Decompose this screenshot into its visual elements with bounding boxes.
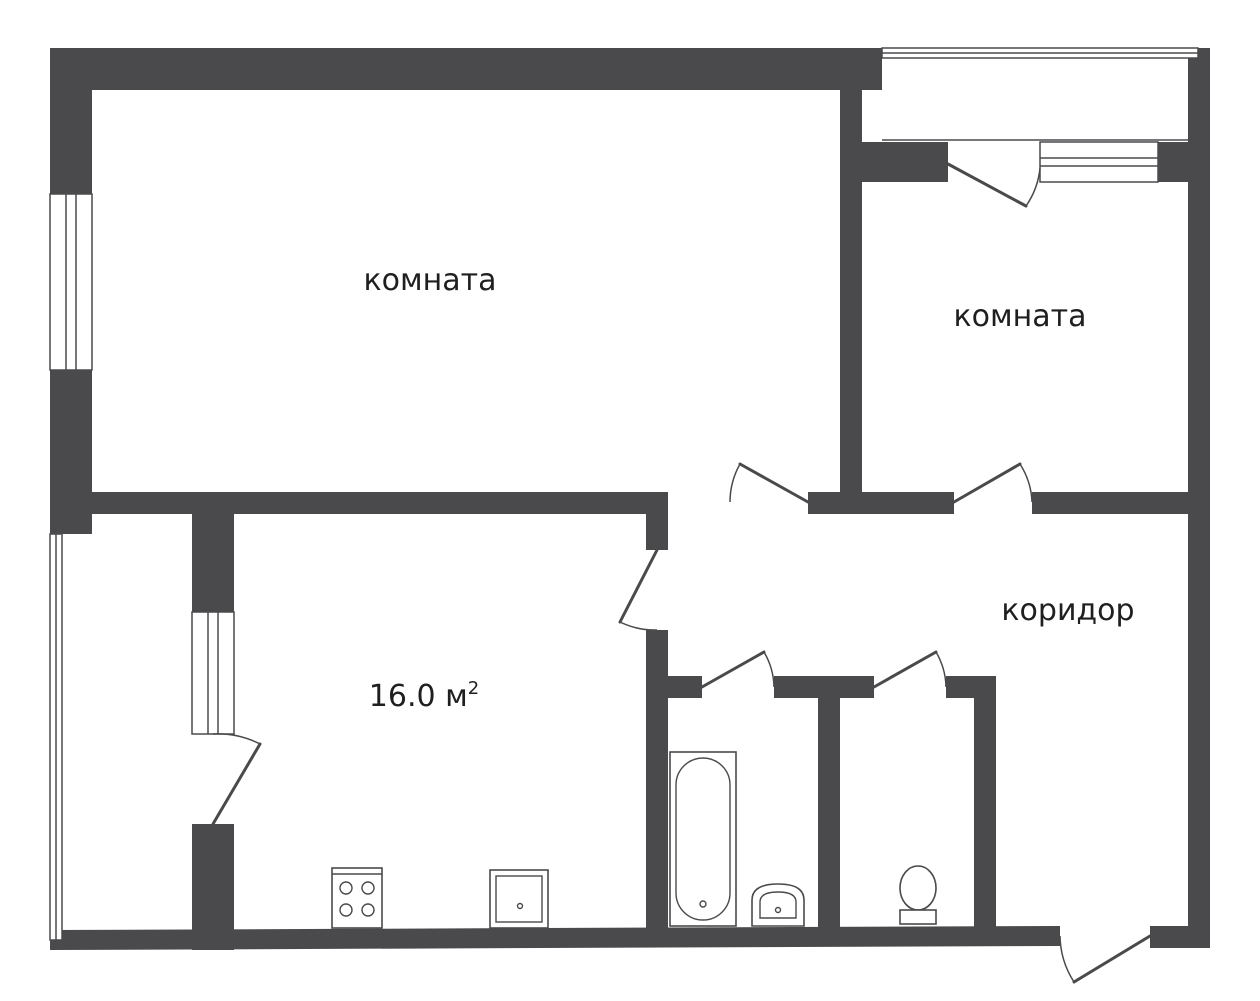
outer-wall-bottom <box>50 926 1060 950</box>
wall-large-room-bottom <box>50 492 668 514</box>
sink-icon <box>489 869 549 929</box>
door-small-room <box>952 462 1022 504</box>
window-large-room <box>49 193 93 371</box>
outer-wall-top <box>50 48 882 90</box>
toilet-icon <box>899 865 937 925</box>
stove-icon <box>331 867 383 929</box>
window-small-room <box>1039 141 1159 183</box>
doors <box>211 162 1152 984</box>
door-loggia <box>211 742 262 826</box>
washbasin-icon <box>751 883 805 927</box>
outer-wall-right-upper <box>1198 48 1210 148</box>
door-bathroom <box>700 650 766 689</box>
outer-wall-bottom-right <box>1150 926 1210 948</box>
wall-loggia-upper <box>192 514 234 612</box>
wall-kitchen-upper <box>646 514 668 550</box>
door-balcony <box>946 162 1028 208</box>
outer-wall-right <box>1188 48 1210 948</box>
room-small-label: комната <box>954 299 1087 334</box>
kitchen-area-unit-sup: 2 <box>468 678 479 699</box>
kitchen-area-value: 16.0 м <box>369 679 468 714</box>
window-kitchen <box>191 611 235 735</box>
wall-corridor-top-mid <box>808 492 954 514</box>
wall-corridor-top-right <box>1032 492 1210 514</box>
door-wc <box>872 650 938 689</box>
kitchen-area-label: 16.0 м2 <box>369 678 479 714</box>
door-entrance <box>1072 934 1152 984</box>
corridor-label: коридор <box>1001 593 1134 628</box>
wall-bath-top-left <box>668 676 702 698</box>
room-large-label: комната <box>364 263 497 298</box>
wall-wc-right <box>974 676 996 930</box>
outer-wall-left-upper <box>50 48 92 194</box>
walls <box>50 48 1210 950</box>
bathtub-icon <box>669 751 737 927</box>
wall-bath-wc-partition <box>818 676 840 930</box>
wall-room-partition <box>840 48 862 514</box>
wall-kitchen-lower <box>646 630 668 930</box>
door-kitchen <box>618 548 659 624</box>
wall-balcony-left <box>840 142 948 182</box>
wall-loggia-lower <box>192 824 234 950</box>
door-large-room <box>738 462 810 504</box>
